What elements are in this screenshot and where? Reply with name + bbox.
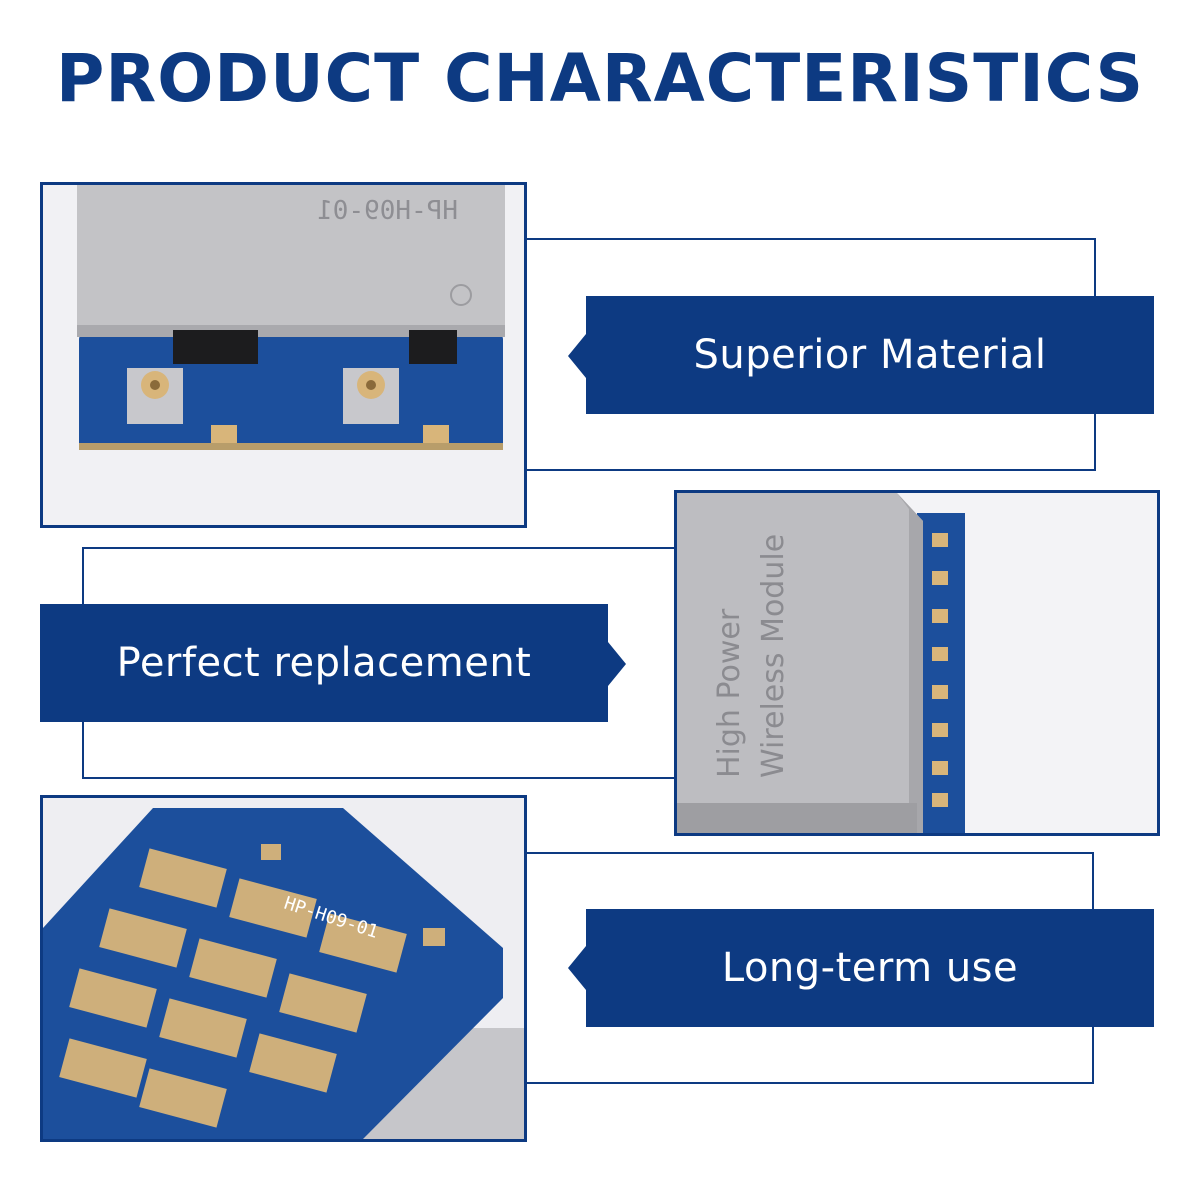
product-photo-shield: HP-H09-01 [40,182,527,528]
pointer-arrow-2 [608,642,626,686]
wireless-module-image: High Power Wireless Module [677,493,1157,833]
pcb-pads-image: HP-H09-01 [43,798,524,1139]
feature-label-superior-material: Superior Material [586,296,1154,414]
feature-label-long-term-use: Long-term use [586,909,1154,1027]
shield-module-image: HP-H09-01 [43,185,524,525]
pointer-arrow-1 [568,334,586,378]
product-photo-pcb: HP-H09-01 [40,795,527,1142]
module-text-line1: High Power [712,608,747,778]
shield-marking: HP-H09-01 [317,196,458,226]
product-photo-module: High Power Wireless Module [674,490,1160,836]
module-text-line2: Wireless Module [756,534,791,778]
pointer-arrow-3 [568,946,586,990]
feature-label-perfect-replacement: Perfect replacement [40,604,608,722]
page-title: PRODUCT CHARACTERISTICS [56,40,1144,117]
